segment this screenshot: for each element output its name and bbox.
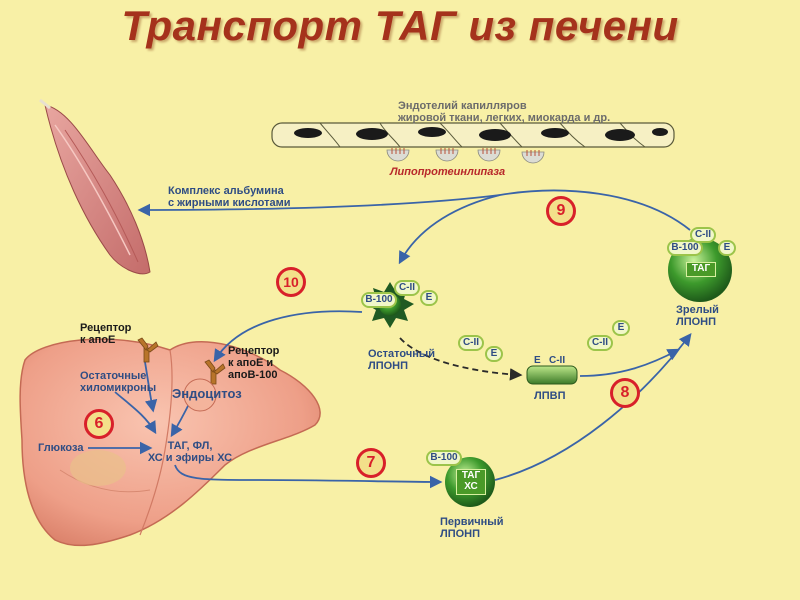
apo-e-free-2: Е [612, 320, 630, 336]
lipase-label: Липопротеинлипаза [390, 166, 506, 178]
step-badge-10: 10 [276, 267, 306, 297]
receptor-apoe-shape [137, 337, 159, 363]
apo-c2-residual: С-II [394, 280, 420, 296]
apo-c2-free-1: С-II [458, 335, 484, 351]
primary-vldl-label: Первичный ЛПОНП [440, 516, 504, 540]
endocytosis-label: Эндоцитоз [172, 386, 242, 401]
apo-e-mature: Е [718, 240, 736, 256]
apo-c2-free-2: С-II [587, 335, 613, 351]
step-badge-6: 6 [84, 409, 114, 439]
flow-arrows [88, 189, 692, 489]
slide-title: Транспорт ТАГ из печени [121, 2, 679, 49]
dashed-arrow [399, 337, 523, 381]
liver-products-label: ТАГ, ФЛ, ХС и эфиры ХС [147, 440, 233, 464]
apo-b100-primary: В-100 [426, 450, 462, 466]
glucose-label: Глюкоза [38, 442, 84, 454]
muscle-illustration [39, 98, 151, 275]
receptor-apoe-label: Рецептор к апоЕ [80, 322, 132, 346]
endothelium-label: Эндотелий капилляров жировой ткани, легк… [398, 100, 611, 124]
mature-core-label: ТАГ [686, 262, 716, 277]
mature-vldl-label: Зрелый ЛПОНП [676, 304, 719, 328]
step-badge-9: 9 [546, 196, 576, 226]
apo-e-free-1: Е [485, 346, 503, 362]
primary-core-label: ТАГ ХС [456, 469, 486, 495]
hdl-cylinder [526, 365, 578, 385]
apo-e-residual: Е [420, 290, 438, 306]
step-badge-8: 8 [610, 378, 640, 408]
apo-b100-mature: В-100 [667, 240, 703, 256]
residual-chylomicrons-label: Остаточные хиломикроны [80, 370, 157, 394]
hdl-label: ЛПВП [534, 390, 566, 402]
apo-b100-residual: В-100 [361, 292, 397, 308]
albumin-label: Комплекс альбумина с жирными кислотами [168, 185, 291, 209]
receptor-apoe-b100-label: Рецептор к апоЕ и апоВ-100 [228, 345, 280, 381]
step-badge-7: 7 [356, 448, 386, 478]
endothelium-cells [271, 122, 675, 164]
residual-vldl-label: Остаточный ЛПОНП [368, 348, 436, 372]
receptor-apoe-b100-shape [204, 359, 226, 385]
endocytosis-vesicle [183, 378, 217, 412]
hdl-apo-tags: Е С-II [534, 355, 566, 366]
apo-c2-mature: С-II [690, 227, 716, 243]
liver-illustration [19, 338, 321, 547]
